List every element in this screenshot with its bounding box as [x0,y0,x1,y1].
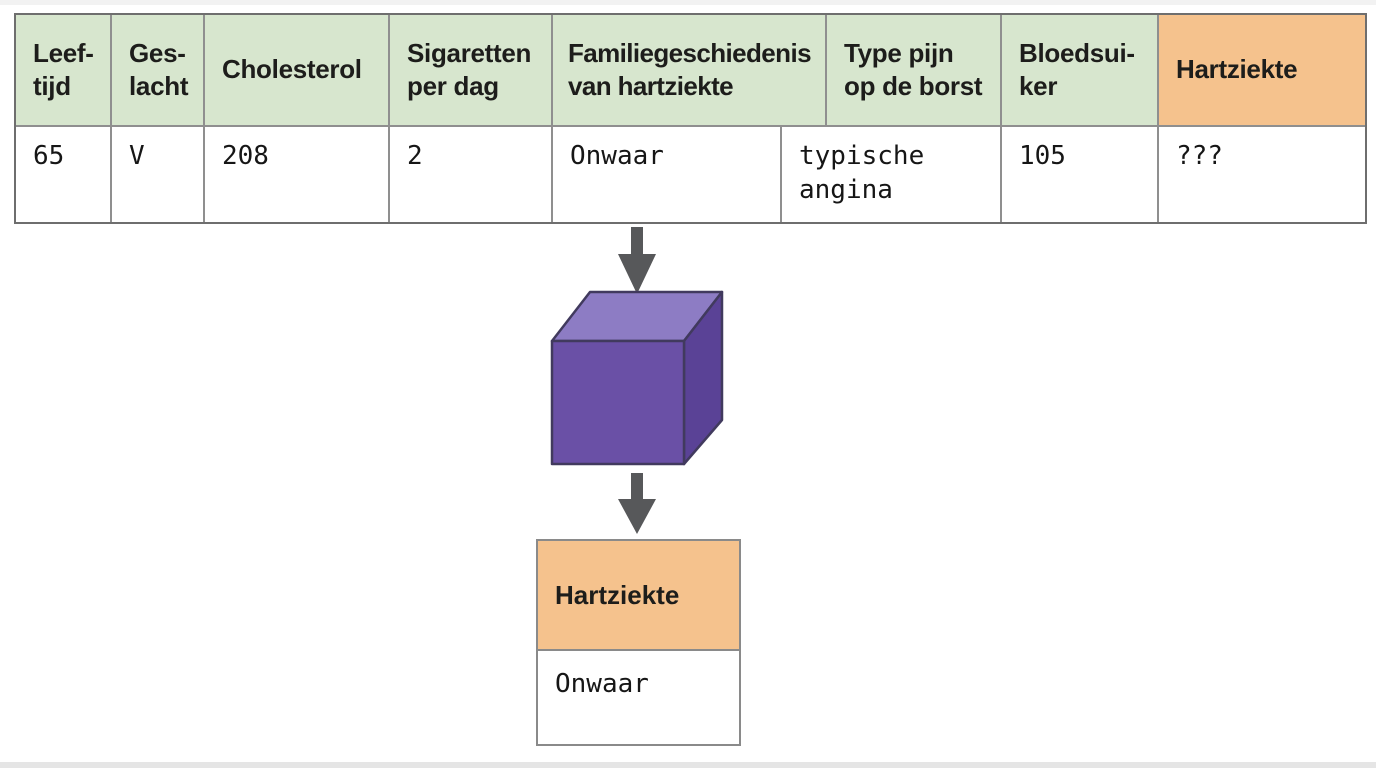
down-arrow-icon [618,227,656,294]
model-cube-icon [550,290,724,466]
cube-right-face [682,290,724,466]
bottom-edge-artifact [0,762,1376,768]
table-data-row: 65 V 208 2 Onwaar typische angina 105 ??… [16,125,1365,222]
header-cell-geslacht: Ges- lacht [112,15,205,125]
cube-top-face [550,290,724,343]
down-arrow-icon [618,473,656,534]
header-cell-sigaretten-per-dag: Sigaretten per dag [390,15,553,125]
header-cell-hartziekte: Hartziekte [1159,15,1365,125]
header-cell-type-pijn: Type pijn op de borst [827,15,1002,125]
patient-data-table: Leef- tijd Ges- lacht Cholesterol Sigare… [14,13,1367,224]
cell-familiegeschiedenis: Onwaar [553,127,782,222]
output-box-header: Hartziekte [538,541,739,651]
cube-front-face [550,339,686,466]
table-header-row: Leef- tijd Ges- lacht Cholesterol Sigare… [16,15,1365,125]
output-box-value: Onwaar [555,669,649,699]
cell-cholesterol: 208 [205,127,390,222]
cell-bloedsuiker: 105 [1002,127,1159,222]
cell-geslacht: V [112,127,205,222]
top-edge-artifact [0,0,1376,5]
cell-type-pijn: typische angina [782,127,1002,222]
header-cell-cholesterol: Cholesterol [205,15,390,125]
cell-hartziekte-unknown: ??? [1176,141,1223,171]
header-cell-leeftijd: Leef- tijd [16,15,112,125]
header-cell-bloedsuiker: Bloedsui- ker [1002,15,1159,125]
prediction-output-box: Hartziekte Onwaar [536,539,741,746]
cell-leeftijd: 65 [16,127,112,222]
header-cell-familiegeschiedenis: Familiegeschiedenis van hartziekte [553,15,827,125]
cell-sigaretten-per-dag: 2 [390,127,553,222]
